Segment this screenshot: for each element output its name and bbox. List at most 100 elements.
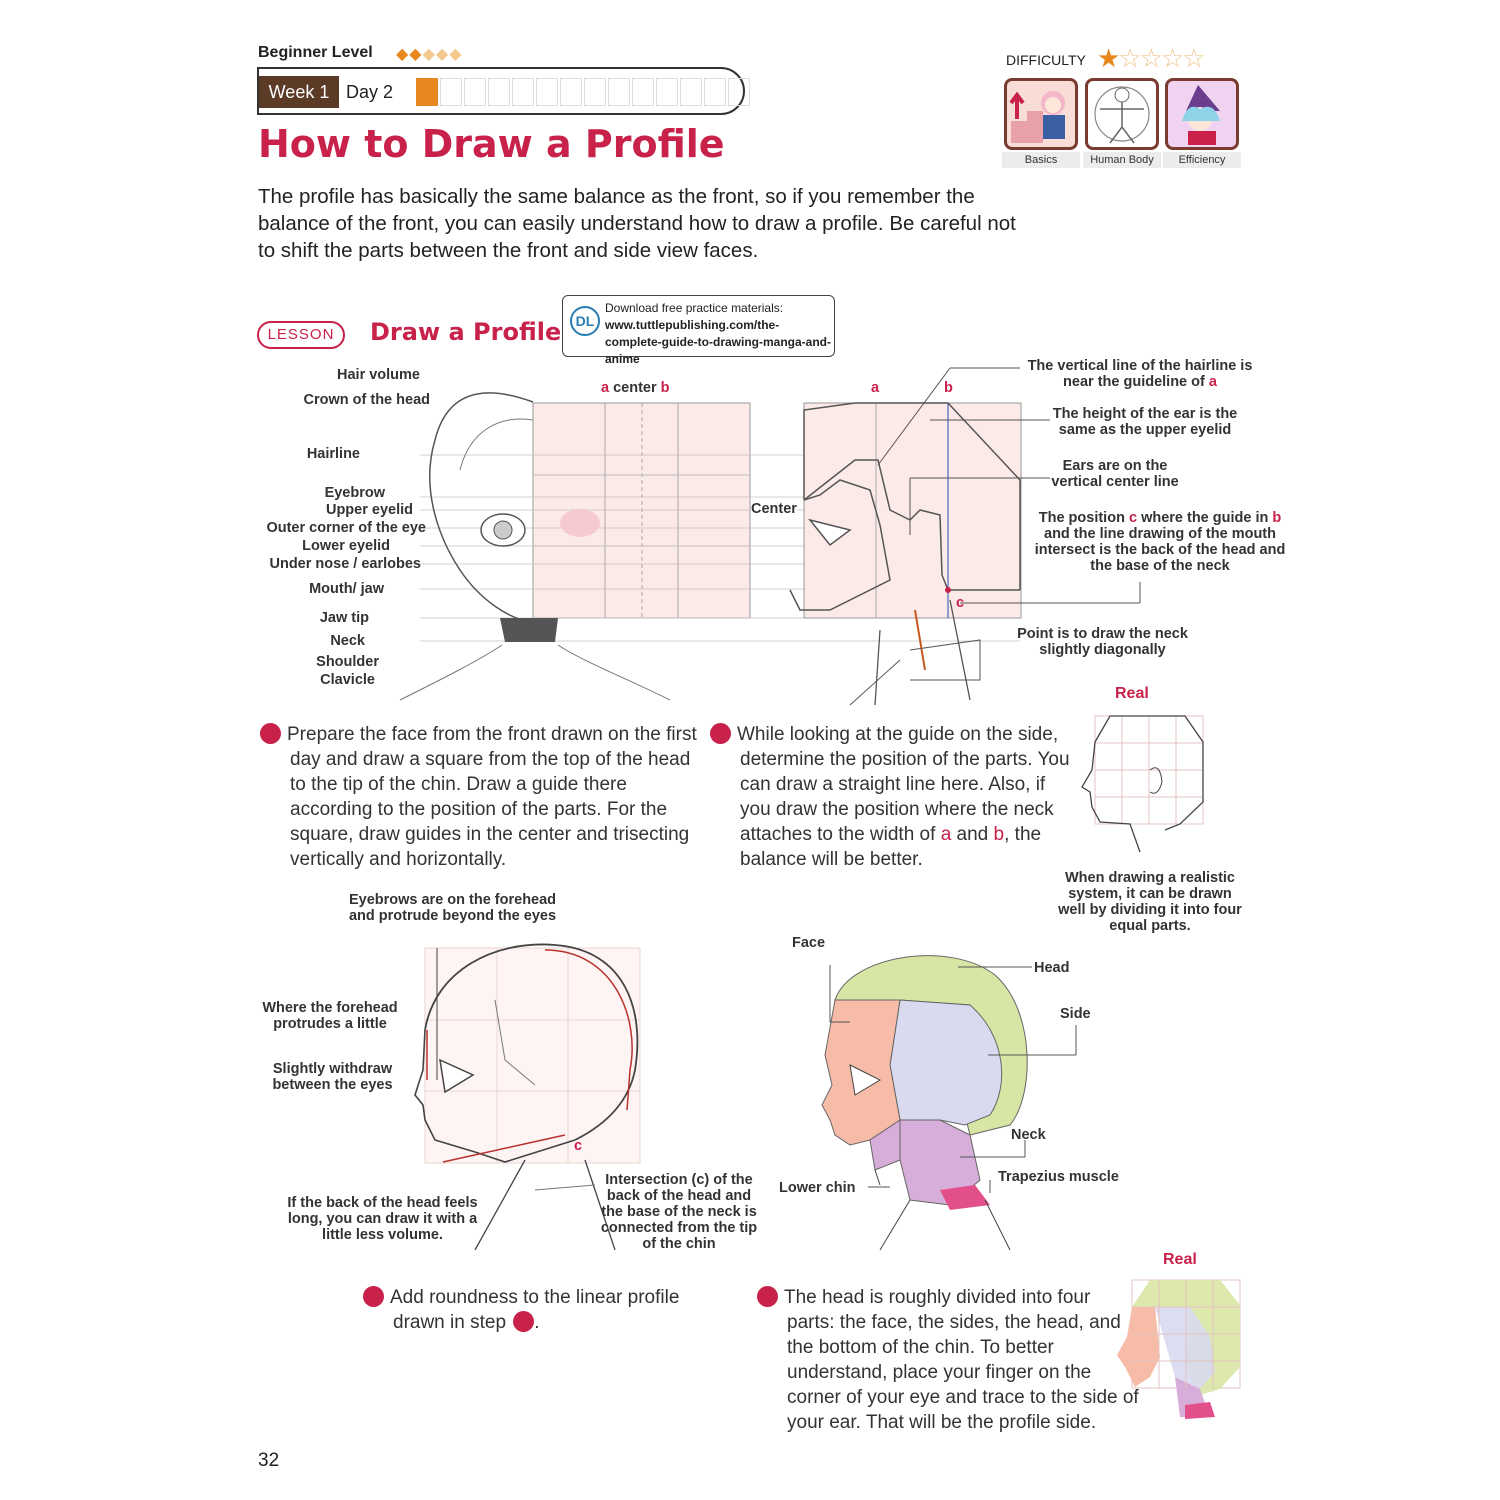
step-1: 1 Prepare the face from the front drawn o… [252, 722, 700, 872]
front-a-label: a [601, 380, 610, 396]
step-1-number: 1 [252, 723, 281, 744]
label-mouth-jaw: Mouth/ jaw [309, 581, 384, 597]
real-1-sketch [1081, 715, 1204, 853]
label-side: Side [1060, 1006, 1091, 1022]
progress-cell [680, 78, 702, 106]
step-2-post: , the balance will be better. [740, 824, 1042, 870]
note-neck-diagonal: Point is to draw the neck slightly diago… [1017, 626, 1188, 658]
label-face: Face [792, 935, 826, 951]
step-3-ref: 2 [505, 1311, 535, 1332]
progress-cell [608, 78, 630, 106]
label-c: c [574, 1138, 583, 1154]
label-under-nose: Under nose / earlobes [269, 556, 422, 572]
page-title: How to Draw a Profile [258, 122, 725, 166]
progress-cell [632, 78, 654, 106]
progress-cell [512, 78, 534, 106]
step-2-pre: While looking at the guide on the side, … [737, 724, 1070, 845]
level-diamonds: ◆◆◆◆◆ [396, 46, 463, 63]
step-1-text: Prepare the face from the front drawn on… [287, 724, 697, 870]
step-3-number: 3 [355, 1286, 384, 1307]
efficiency-caption: Efficiency [1163, 152, 1241, 168]
progress-cell [416, 78, 438, 106]
label-clavicle: Clavicle [320, 672, 375, 688]
label-withdraw: Slightly withdraw between the eyes [272, 1061, 393, 1093]
download-icon: DL [570, 306, 600, 336]
step-2-b: b [993, 824, 1005, 845]
label-outer-corner: Outer corner of the eye [266, 520, 426, 536]
front-b-label: b [660, 380, 670, 396]
step-3: 3 Add roundness to the linear profile dra… [355, 1285, 683, 1335]
label-lower-chin: Lower chin [779, 1180, 856, 1196]
label-eyebrows-forehead: Eyebrows are on the forehead and protrud… [348, 892, 557, 924]
label-neck: Neck [330, 633, 365, 649]
progress-cell [536, 78, 558, 106]
label-crown: Crown of the head [303, 392, 430, 408]
real-2-title: Real [1163, 1251, 1197, 1268]
note-c-mid: where the guide in [1141, 510, 1269, 526]
note-c-c: c [1128, 510, 1138, 526]
note-hairline-a: a [1208, 374, 1217, 390]
note-hairline: The vertical line of the hairline is nea… [1020, 358, 1260, 390]
progress-cell [584, 78, 606, 106]
note-c-b: b [1272, 510, 1282, 526]
note-c-post: and the line drawing of the mouth inters… [1034, 526, 1286, 574]
label-neck-part: Neck [1011, 1127, 1046, 1143]
download-box [562, 295, 835, 357]
progress-cell [440, 78, 462, 106]
efficiency-thumbnail [1165, 78, 1239, 150]
note-ear-height: The height of the ear is the same as the… [1052, 406, 1238, 438]
fig4-connectors [829, 965, 1077, 1193]
rounded-profile-diagram [414, 943, 641, 1250]
step-4: 4 The head is roughly divided into four p… [749, 1285, 1142, 1435]
progress-cell [656, 78, 678, 106]
real-2-sketch [1117, 1279, 1241, 1419]
front-and-side-diagram [399, 392, 1022, 706]
label-eyebrow: Eyebrow [324, 485, 385, 501]
real-1-title: Real [1115, 685, 1149, 702]
fig1-connectors [877, 367, 1141, 604]
download-caption: Download free practice materials: [605, 301, 784, 315]
level-label: Beginner Level [258, 44, 373, 61]
step-3-post: . [534, 1312, 540, 1333]
human-body-thumbnail [1085, 78, 1159, 150]
side-b-label: b [944, 380, 953, 396]
label-jaw-tip: Jaw tip [319, 610, 369, 626]
label-lower-eyelid: Lower eyelid [302, 538, 390, 554]
front-center-word: center [613, 380, 657, 396]
progress-cell [728, 78, 750, 106]
lesson-title: Draw a Profile [370, 318, 562, 346]
difficulty-label: DIFFICULTY [1006, 52, 1086, 68]
step-3-pre: Add roundness to the linear profile draw… [390, 1287, 680, 1333]
step-4-text: The head is roughly divided into four pa… [784, 1287, 1139, 1433]
progress-cell [464, 78, 486, 106]
progress-cell [488, 78, 510, 106]
center-label: Center [751, 501, 797, 517]
front-center-label: a center b [601, 380, 670, 396]
step-2-a: a [940, 824, 952, 845]
page-number: 32 [258, 1450, 280, 1471]
lesson-badge: LESSON [257, 321, 345, 349]
basics-thumbnail [1004, 78, 1078, 150]
label-back-head: If the back of the head feels long, you … [287, 1195, 478, 1243]
human-body-caption: Human Body [1083, 152, 1161, 168]
note-hairline-text: The vertical line of the hairline is nea… [1027, 358, 1253, 390]
four-parts-diagram [821, 955, 1028, 1251]
label-hair-volume: Hair volume [337, 367, 420, 383]
download-text: Download free practice materials: www.tu… [605, 300, 831, 368]
day-label: Day 2 [346, 82, 394, 102]
note-c-pre: The position [1038, 510, 1125, 526]
side-a-label: a [871, 380, 880, 396]
label-intersection: Intersection (c) of the back of the head… [600, 1172, 758, 1252]
step-4-number: 4 [749, 1286, 778, 1307]
label-hairline: Hairline [306, 446, 360, 462]
step-2-and: and [956, 824, 989, 845]
download-link[interactable]: www.tuttlepublishing.com/the-complete-gu… [605, 318, 831, 366]
basics-caption: Basics [1002, 152, 1080, 168]
side-region [889, 999, 1003, 1126]
label-shoulder: Shoulder [316, 654, 379, 670]
progress-cell [704, 78, 726, 106]
label-head: Head [1034, 960, 1070, 976]
label-forehead-protrudes: Where the forehead protrudes a little [262, 1000, 398, 1032]
trapezius-region [940, 1185, 990, 1210]
